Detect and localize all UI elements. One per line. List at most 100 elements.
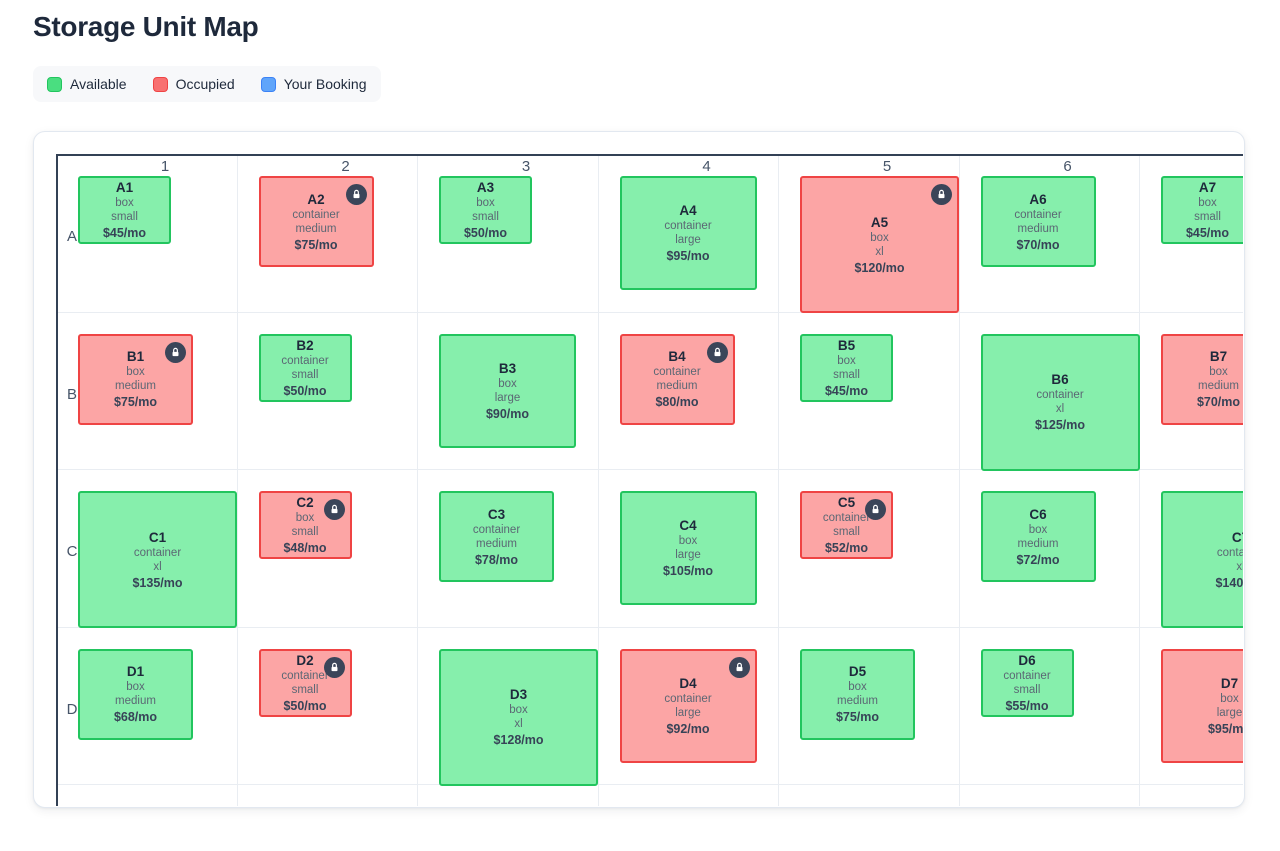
unit-price: $135/mo: [132, 575, 183, 590]
unit-size: small: [833, 368, 860, 381]
unit-type: box: [837, 354, 856, 367]
unit-size: large: [675, 234, 701, 246]
row-gridline: [58, 311, 1243, 313]
unit-id: C3: [487, 506, 506, 522]
unit-id: C5: [837, 495, 856, 510]
unit-price: $90/mo: [485, 406, 530, 421]
unit-price: $48/mo: [283, 541, 327, 555]
unit-price: $45/mo: [1185, 226, 1230, 240]
row-label-B: B: [66, 385, 77, 403]
unit-size: medium: [476, 537, 517, 550]
unit-size: xl: [1055, 403, 1065, 415]
unit-type: box: [848, 681, 867, 693]
column-gridline: [417, 156, 418, 806]
unit-price: $70/mo: [1016, 237, 1060, 252]
unit-price: $68/mo: [113, 710, 158, 724]
column-gridline: [778, 156, 779, 806]
row-gridline: [58, 469, 1243, 470]
unit-size: medium: [1017, 537, 1059, 550]
unit-price: $120/mo: [854, 260, 905, 275]
lock-icon: [165, 341, 186, 363]
unit-price: $125/mo: [1034, 418, 1086, 432]
available-swatch-icon: [47, 76, 62, 92]
unit-price: $45/mo: [102, 226, 147, 240]
column-label-6: 6: [1063, 158, 1072, 175]
row-label-C: C: [66, 543, 78, 560]
your-booking-swatch-icon: [260, 76, 276, 92]
unit-id: D3: [509, 687, 528, 702]
unit-size: small: [291, 368, 319, 381]
lock-icon: [323, 656, 345, 678]
unit-size: medium: [115, 380, 156, 392]
unit-size: xl: [1236, 560, 1243, 573]
unit-size: medium: [656, 380, 698, 392]
unit-size: large: [675, 706, 701, 719]
column-label-4: 4: [702, 158, 711, 175]
unit-type: box: [1220, 692, 1239, 705]
unit-size: small: [111, 211, 138, 223]
unit-id: C1: [148, 529, 167, 545]
unit-type: container: [664, 692, 712, 705]
unit-price: $75/mo: [835, 710, 880, 724]
column-gridline: [597, 156, 599, 806]
unit-id: D7: [1220, 675, 1239, 691]
unit-type: container: [1036, 389, 1084, 401]
unit-size: medium: [1017, 222, 1059, 235]
column-gridline: [958, 156, 960, 806]
column-label-3: 3: [521, 158, 531, 175]
unit-type: container: [653, 366, 701, 378]
unit-C7[interactable]: C7containerxl$140/mo: [1161, 491, 1243, 628]
unit-type: container: [472, 523, 521, 536]
unit-id: C7: [1231, 529, 1243, 545]
lock-icon: [345, 184, 367, 205]
unit-size: small: [833, 526, 860, 538]
unit-type: box: [1198, 197, 1217, 209]
unit-size: xl: [875, 245, 884, 258]
unit-price: $50/mo: [283, 383, 327, 398]
unit-id: B2: [296, 337, 314, 353]
unit-price: $75/mo: [113, 395, 158, 409]
unit-size: medium: [295, 222, 337, 235]
unit-type: box: [1209, 366, 1228, 378]
unit-price: $50/mo: [283, 698, 327, 713]
unit-id: D2: [296, 652, 314, 668]
unit-type: container: [1216, 546, 1243, 559]
legend-item-your-booking: Your Booking: [260, 76, 367, 92]
unit-size: large: [494, 391, 521, 404]
lock-icon: [706, 341, 728, 363]
unit-type: box: [115, 197, 134, 209]
unit-id: B5: [837, 337, 856, 353]
unit-id: C4: [679, 518, 697, 533]
unit-type: container: [822, 512, 871, 524]
unit-id: D4: [679, 675, 697, 691]
